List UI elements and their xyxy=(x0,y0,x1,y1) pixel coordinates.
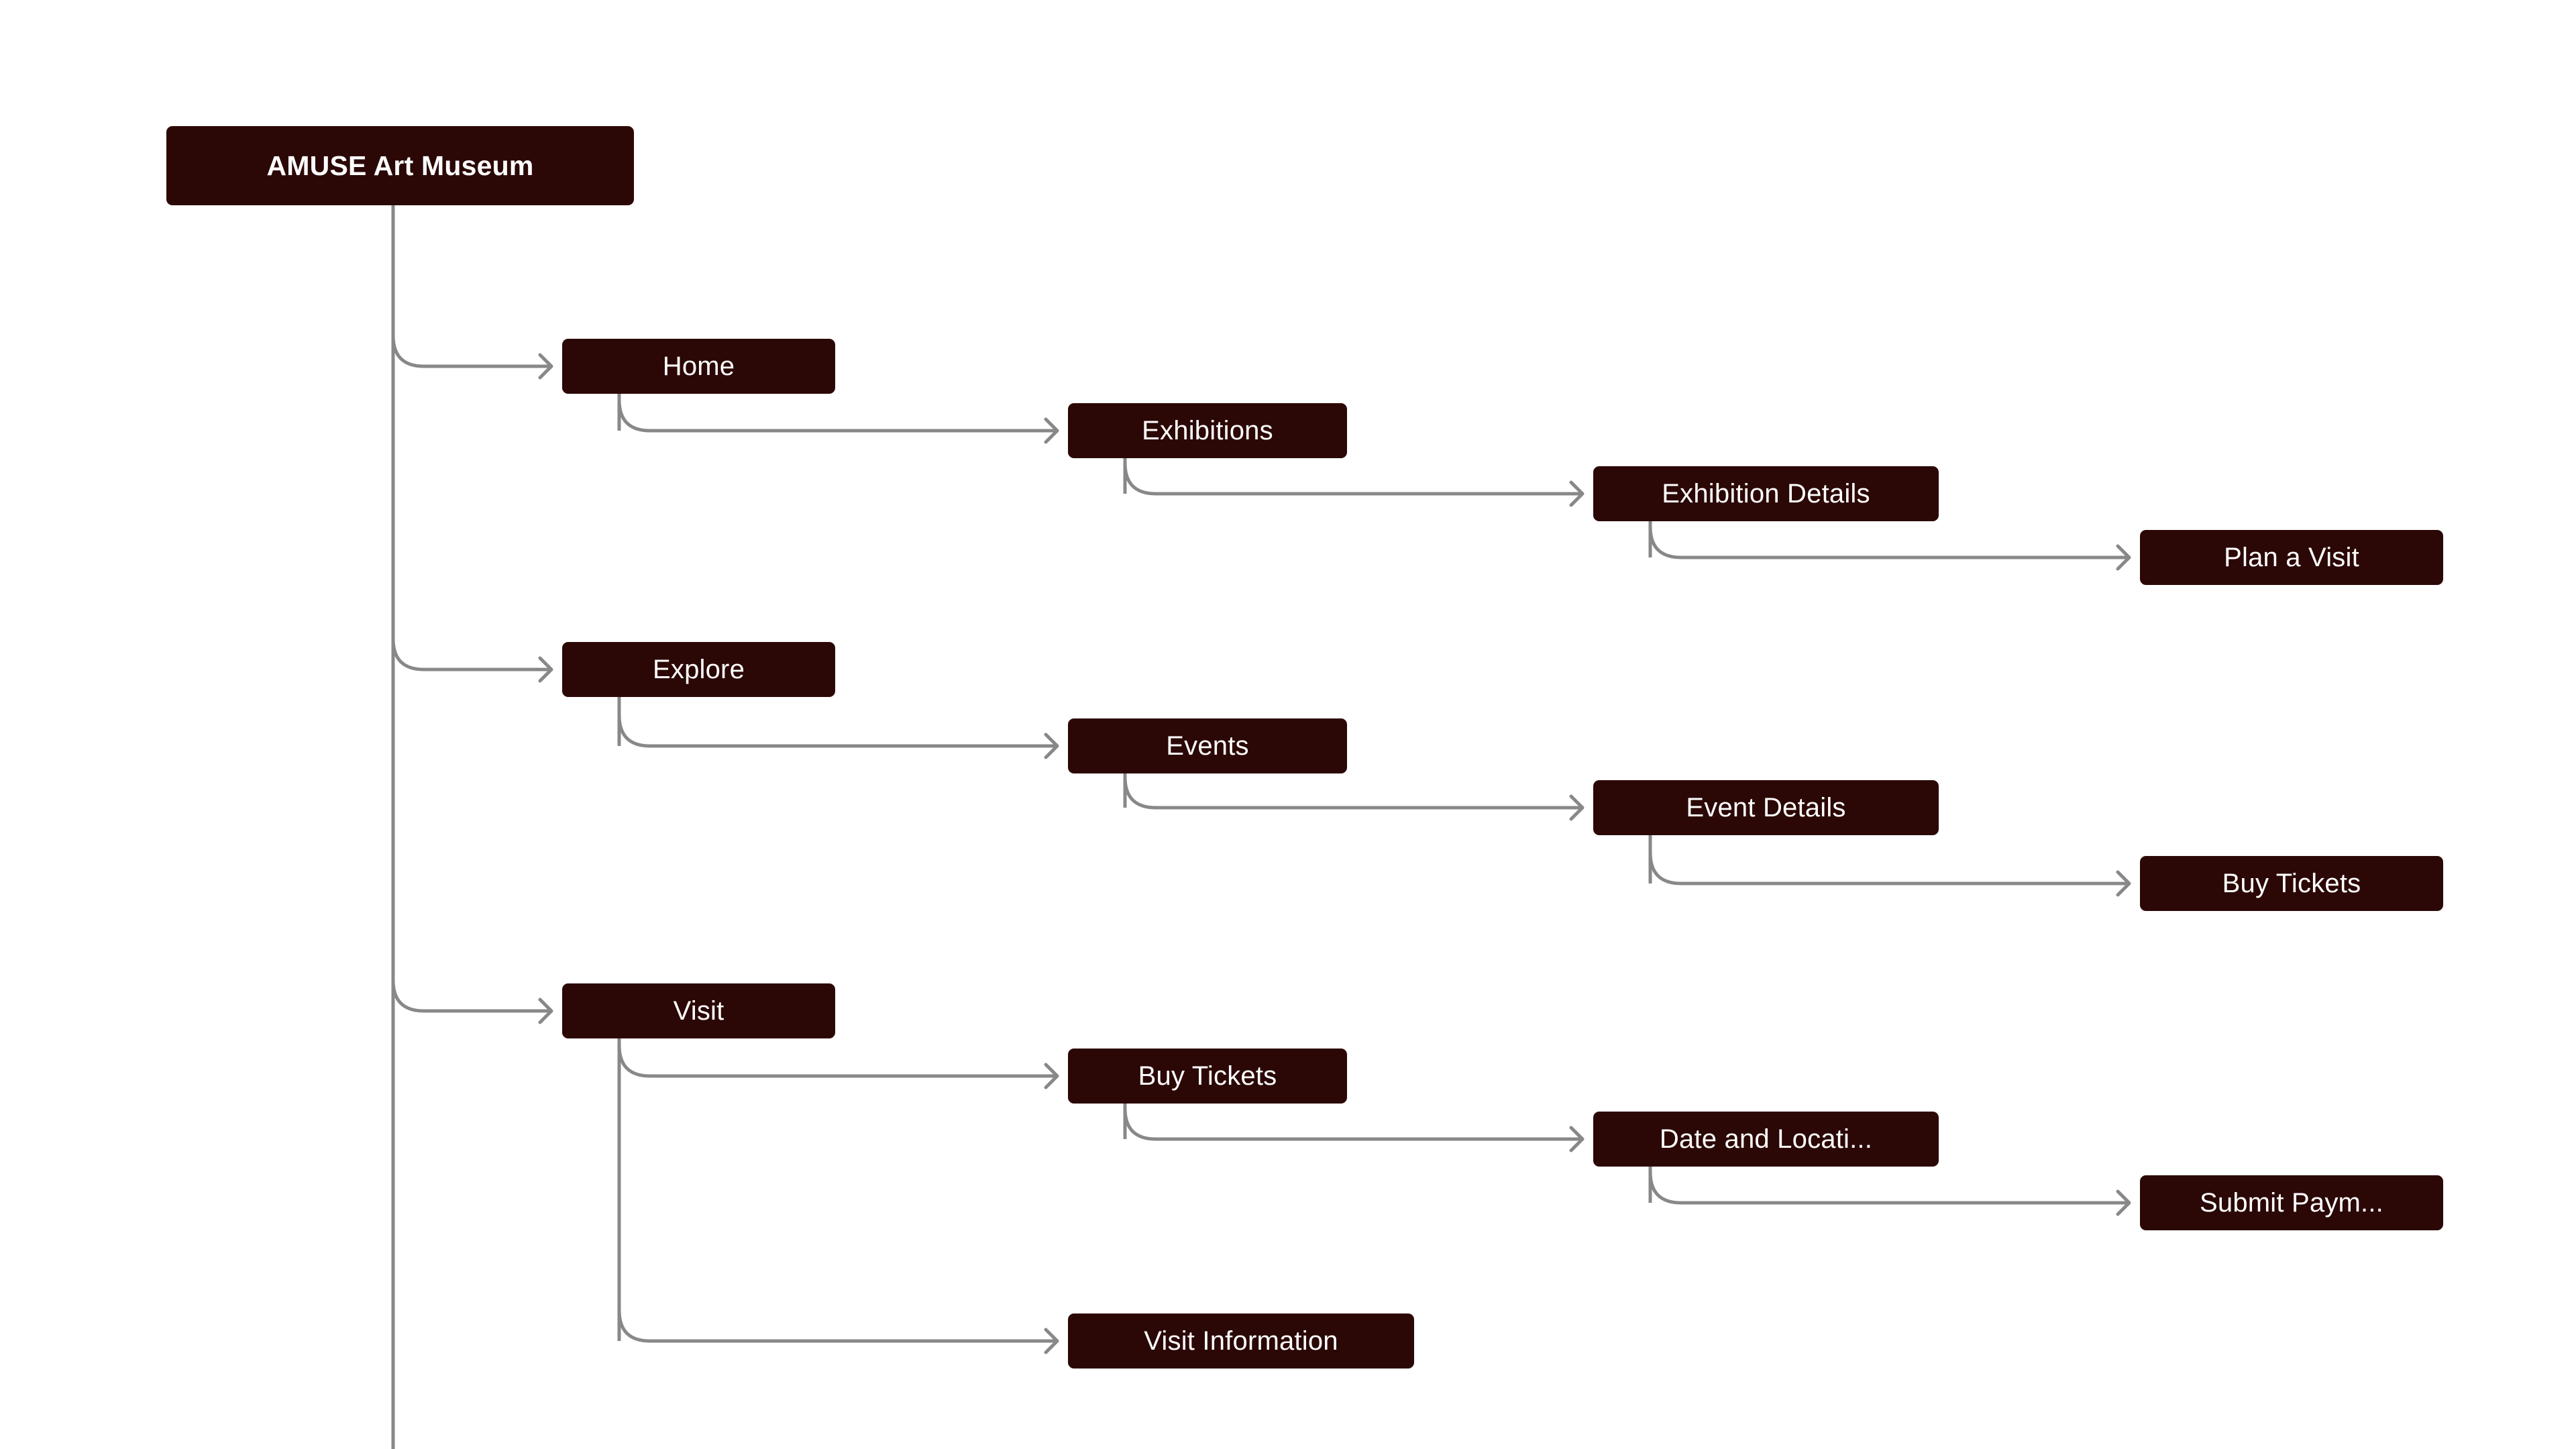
node-home[interactable]: Home xyxy=(562,339,835,394)
edge-home-to-exhibitions xyxy=(617,399,1057,433)
edge-events-to-event-details xyxy=(1123,776,1582,810)
edge-root-to-visit xyxy=(391,979,551,1013)
node-visit-information[interactable]: Visit Information xyxy=(1068,1313,1414,1368)
node-visit[interactable]: Visit xyxy=(562,983,835,1038)
arrowhead-exhibition-details xyxy=(1569,480,1585,507)
node-buy-tickets-2[interactable]: Buy Tickets xyxy=(2140,856,2443,911)
node-exhibition-details[interactable]: Exhibition Details xyxy=(1593,466,1939,521)
node-submit-payment[interactable]: Submit Paym... xyxy=(2140,1175,2443,1230)
node-exhibitions[interactable]: Exhibitions xyxy=(1068,403,1347,458)
arrowhead-buy-tickets-1 xyxy=(1044,1063,1059,1089)
edge-exhibition-details-to-plan-a-visit xyxy=(1648,526,2129,559)
node-events[interactable]: Events xyxy=(1068,718,1347,773)
node-explore[interactable]: Explore xyxy=(562,642,835,697)
node-date-and-location[interactable]: Date and Locati... xyxy=(1593,1112,1939,1167)
edge-visit-to-buy-tickets-1 xyxy=(617,1044,1057,1078)
arrowhead-events xyxy=(1044,733,1059,759)
arrowhead-plan-a-visit xyxy=(2116,544,2131,571)
edge-exhibitions-to-exhibition-details xyxy=(1123,462,1582,496)
arrowhead-explore xyxy=(538,656,553,683)
arrowhead-home xyxy=(538,353,553,380)
arrowhead-buy-tickets-2 xyxy=(2116,870,2131,897)
edge-visit-to-visit-information xyxy=(617,1309,1057,1343)
edge-event-details-to-buy-tickets-2 xyxy=(1648,852,2129,885)
arrowhead-exhibitions xyxy=(1044,417,1059,444)
arrowhead-visit-information xyxy=(1044,1328,1059,1354)
arrowhead-submit-payment xyxy=(2116,1189,2131,1216)
edge-buy-tickets-1-to-date-and-location xyxy=(1123,1108,1582,1141)
edge-explore-to-events xyxy=(617,714,1057,748)
node-buy-tickets-1[interactable]: Buy Tickets xyxy=(1068,1049,1347,1104)
edge-date-and-location-to-submit-payment xyxy=(1648,1171,2129,1205)
node-plan-a-visit[interactable]: Plan a Visit xyxy=(2140,530,2443,585)
arrowhead-event-details xyxy=(1569,794,1585,821)
node-root[interactable]: AMUSE Art Museum xyxy=(166,126,634,205)
edge-root-to-home xyxy=(391,335,551,368)
edge-root-to-explore xyxy=(391,638,551,672)
arrowhead-visit xyxy=(538,998,553,1024)
arrowhead-date-and-location xyxy=(1569,1126,1585,1152)
node-event-details[interactable]: Event Details xyxy=(1593,780,1939,835)
